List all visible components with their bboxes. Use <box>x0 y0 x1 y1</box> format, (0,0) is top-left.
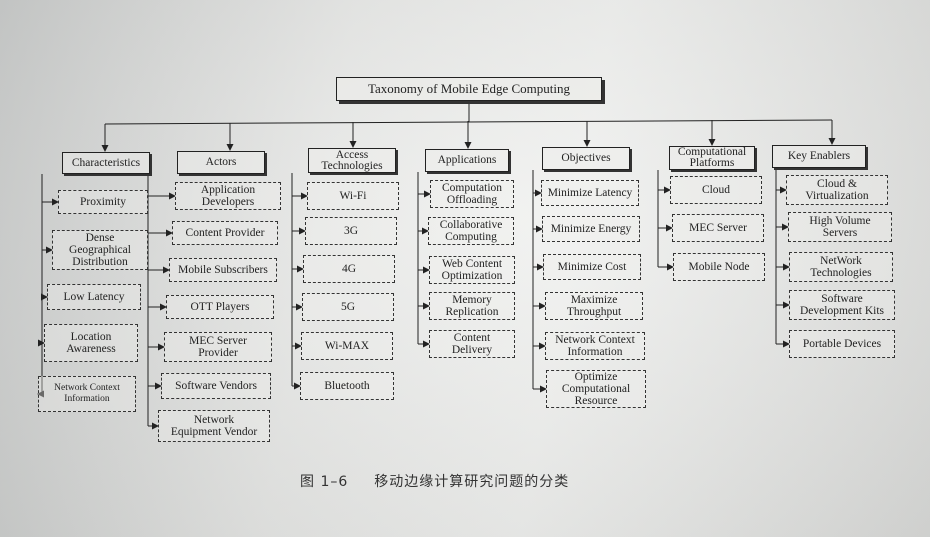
item-location-awareness: Location Awareness <box>44 324 138 362</box>
category-applications: Applications <box>425 149 509 172</box>
category-actors: Actors <box>177 151 265 174</box>
item-collaborative-computing: Collaborative Computing <box>428 217 514 245</box>
item-proximity: Proximity <box>58 190 148 214</box>
item-maximize-throughput: Maximize Throughput <box>545 292 643 320</box>
item-memory-replication: Memory Replication <box>429 292 515 320</box>
item-3g: 3G <box>305 217 397 245</box>
item-5g: 5G <box>302 293 394 321</box>
category-objectives: Objectives <box>542 147 630 170</box>
category-key-enablers: Key Enablers <box>772 145 866 168</box>
category-computational-platforms: Computational Platforms <box>669 146 755 170</box>
category-characteristics: Characteristics <box>62 152 150 174</box>
item-bluetooth: Bluetooth <box>300 372 394 400</box>
item-network-equipment-vendor: Network Equipment Vendor <box>158 410 270 442</box>
item-minimize-cost: Minimize Cost <box>543 254 641 280</box>
item-portable-devices: Portable Devices <box>789 330 895 358</box>
item-mobile-node: Mobile Node <box>673 253 765 281</box>
item-ott-players: OTT Players <box>166 295 274 319</box>
item-application-developers: Application Developers <box>175 182 281 210</box>
item-wimax: Wi-MAX <box>301 332 393 360</box>
item-cloud-virtualization: Cloud & Virtualization <box>786 175 888 205</box>
item-network-context-obj: Network Context Information <box>545 332 645 360</box>
item-minimize-energy: Minimize Energy <box>542 216 640 242</box>
item-low-latency: Low Latency <box>47 284 141 310</box>
item-minimize-latency: Minimize Latency <box>541 180 639 206</box>
figure-number: 图 1–6 <box>300 474 349 490</box>
item-network-context-char: Network Context Information <box>38 376 136 412</box>
item-computation-offloading: Computation Offloading <box>430 180 514 208</box>
item-mobile-subscribers: Mobile Subscribers <box>169 258 277 282</box>
root-node: Taxonomy of Mobile Edge Computing <box>336 77 602 101</box>
item-cloud: Cloud <box>670 176 762 204</box>
item-4g: 4G <box>303 255 395 283</box>
item-software-vendors: Software Vendors <box>161 373 271 399</box>
item-dense-distribution: Dense Geographical Distribution <box>52 230 148 270</box>
category-access-technologies: Access Technologies <box>308 148 396 173</box>
item-high-volume-servers: High Volume Servers <box>788 212 892 242</box>
item-wifi: Wi-Fi <box>307 182 399 210</box>
item-mec-server: MEC Server <box>672 214 764 242</box>
item-software-development-kits: Software Development Kits <box>789 290 895 320</box>
item-content-delivery: Content Delivery <box>429 330 515 358</box>
item-content-provider: Content Provider <box>172 221 278 245</box>
figure-title: 移动边缘计算研究问题的分类 <box>374 474 570 490</box>
item-network-technologies: NetWork Technologies <box>789 252 893 282</box>
item-mec-server-provider: MEC Server Provider <box>164 332 272 362</box>
item-optimize-computational-resource: Optimize Computational Resource <box>546 370 646 408</box>
item-web-content-optimization: Web Content Optimization <box>429 256 515 284</box>
figure-caption: 图 1–6 移动边缘计算研究问题的分类 <box>300 470 660 492</box>
